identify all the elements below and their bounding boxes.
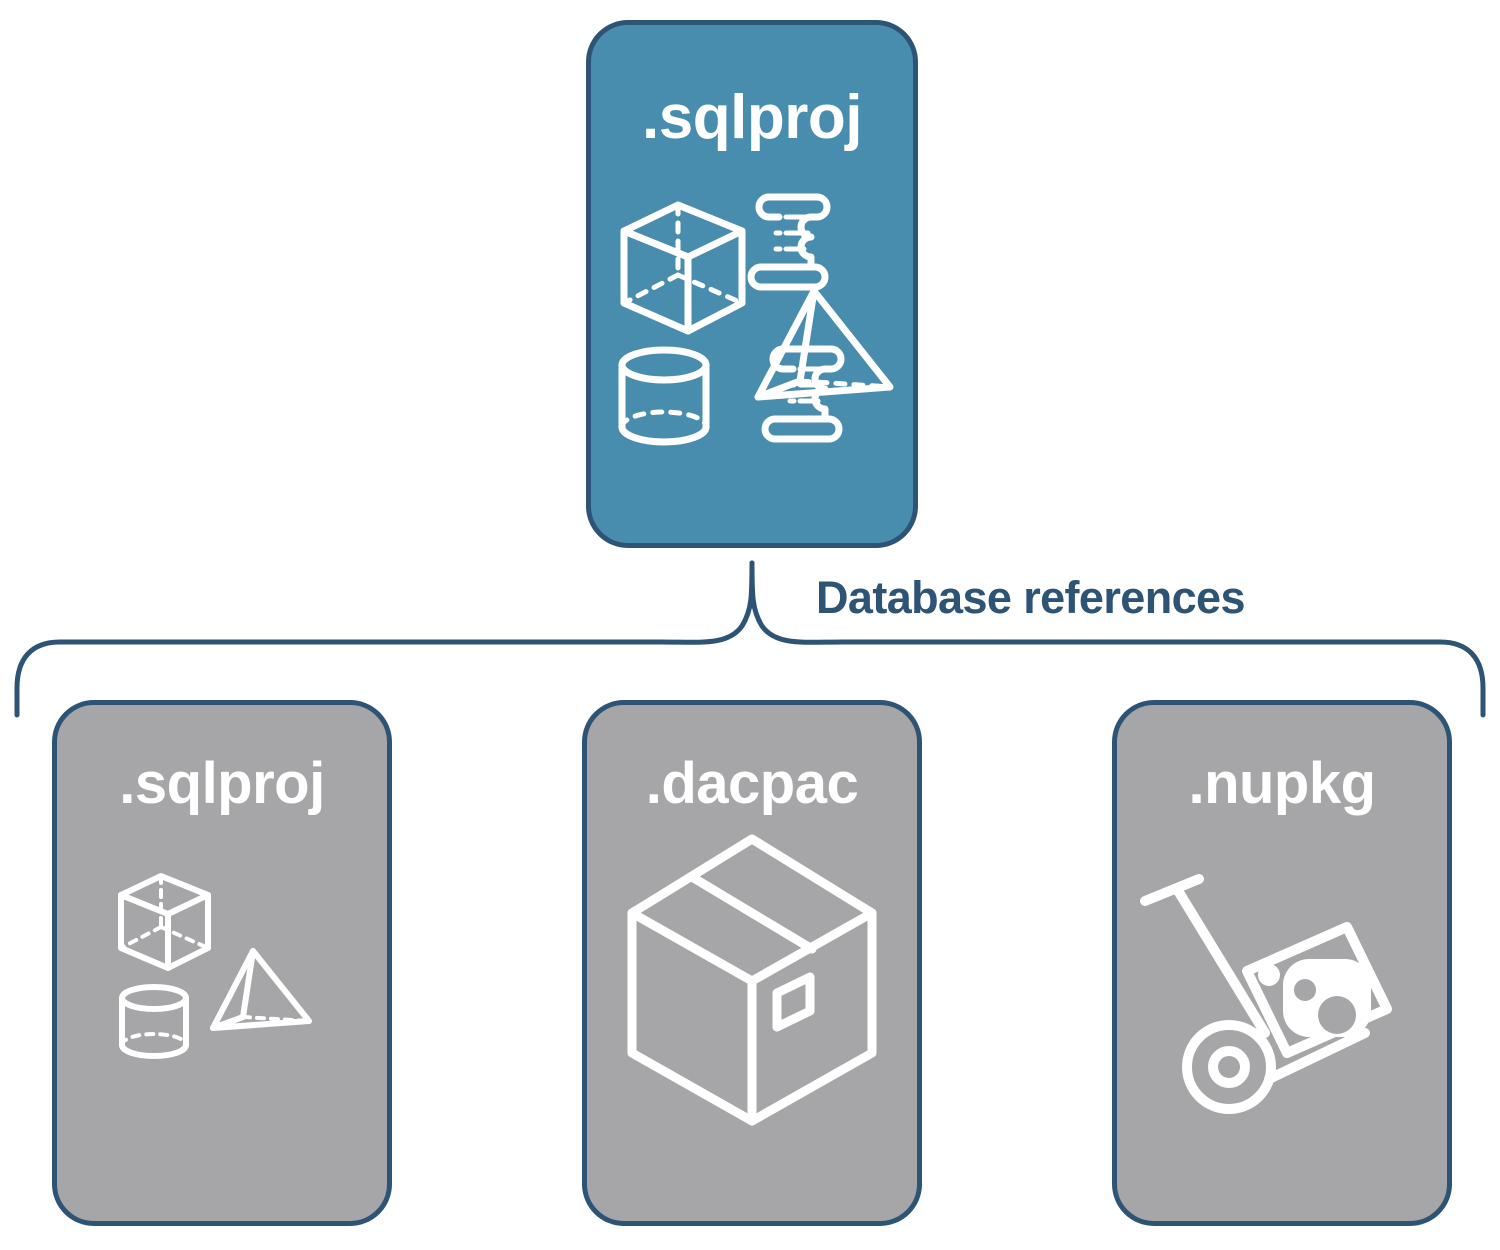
wireframe-cube-icon (118, 873, 211, 971)
reference-card-nupkg[interactable]: .nupkg (1112, 700, 1452, 1226)
reference-card-dacpac-label: .dacpac (645, 751, 859, 816)
reference-card-nupkg-artwork (1117, 835, 1447, 1125)
wireframe-cylinder-icon (618, 346, 710, 446)
shipping-box-icon (627, 834, 877, 1126)
reference-card-sqlproj[interactable]: .sqlproj (52, 700, 392, 1226)
source-project-label: .sqlproj (642, 83, 862, 152)
nuget-logo-small-dot (1258, 964, 1280, 986)
reference-card-dacpac[interactable]: .dacpac (582, 700, 922, 1226)
connector-label: Database references (816, 572, 1245, 623)
reference-card-sqlproj-artwork (57, 855, 387, 1085)
wireframe-pyramid-icon (754, 287, 894, 401)
source-project-artwork (591, 175, 913, 465)
wireframe-cube-icon (620, 201, 746, 335)
wireframe-pyramid-icon (210, 948, 312, 1031)
nuget-logo-dots (1294, 979, 1356, 1034)
nuget-hand-truck-icon (1140, 874, 1392, 1114)
scroll-script-icon (761, 345, 845, 443)
scroll-script-icon (747, 193, 831, 291)
reference-card-nupkg-label: .nupkg (1188, 751, 1376, 816)
reference-card-sqlproj-label: .sqlproj (119, 751, 325, 816)
reference-card-dacpac-artwork (587, 825, 917, 1135)
source-project-card[interactable]: .sqlproj (586, 20, 918, 548)
wireframe-cylinder-icon (119, 984, 189, 1059)
